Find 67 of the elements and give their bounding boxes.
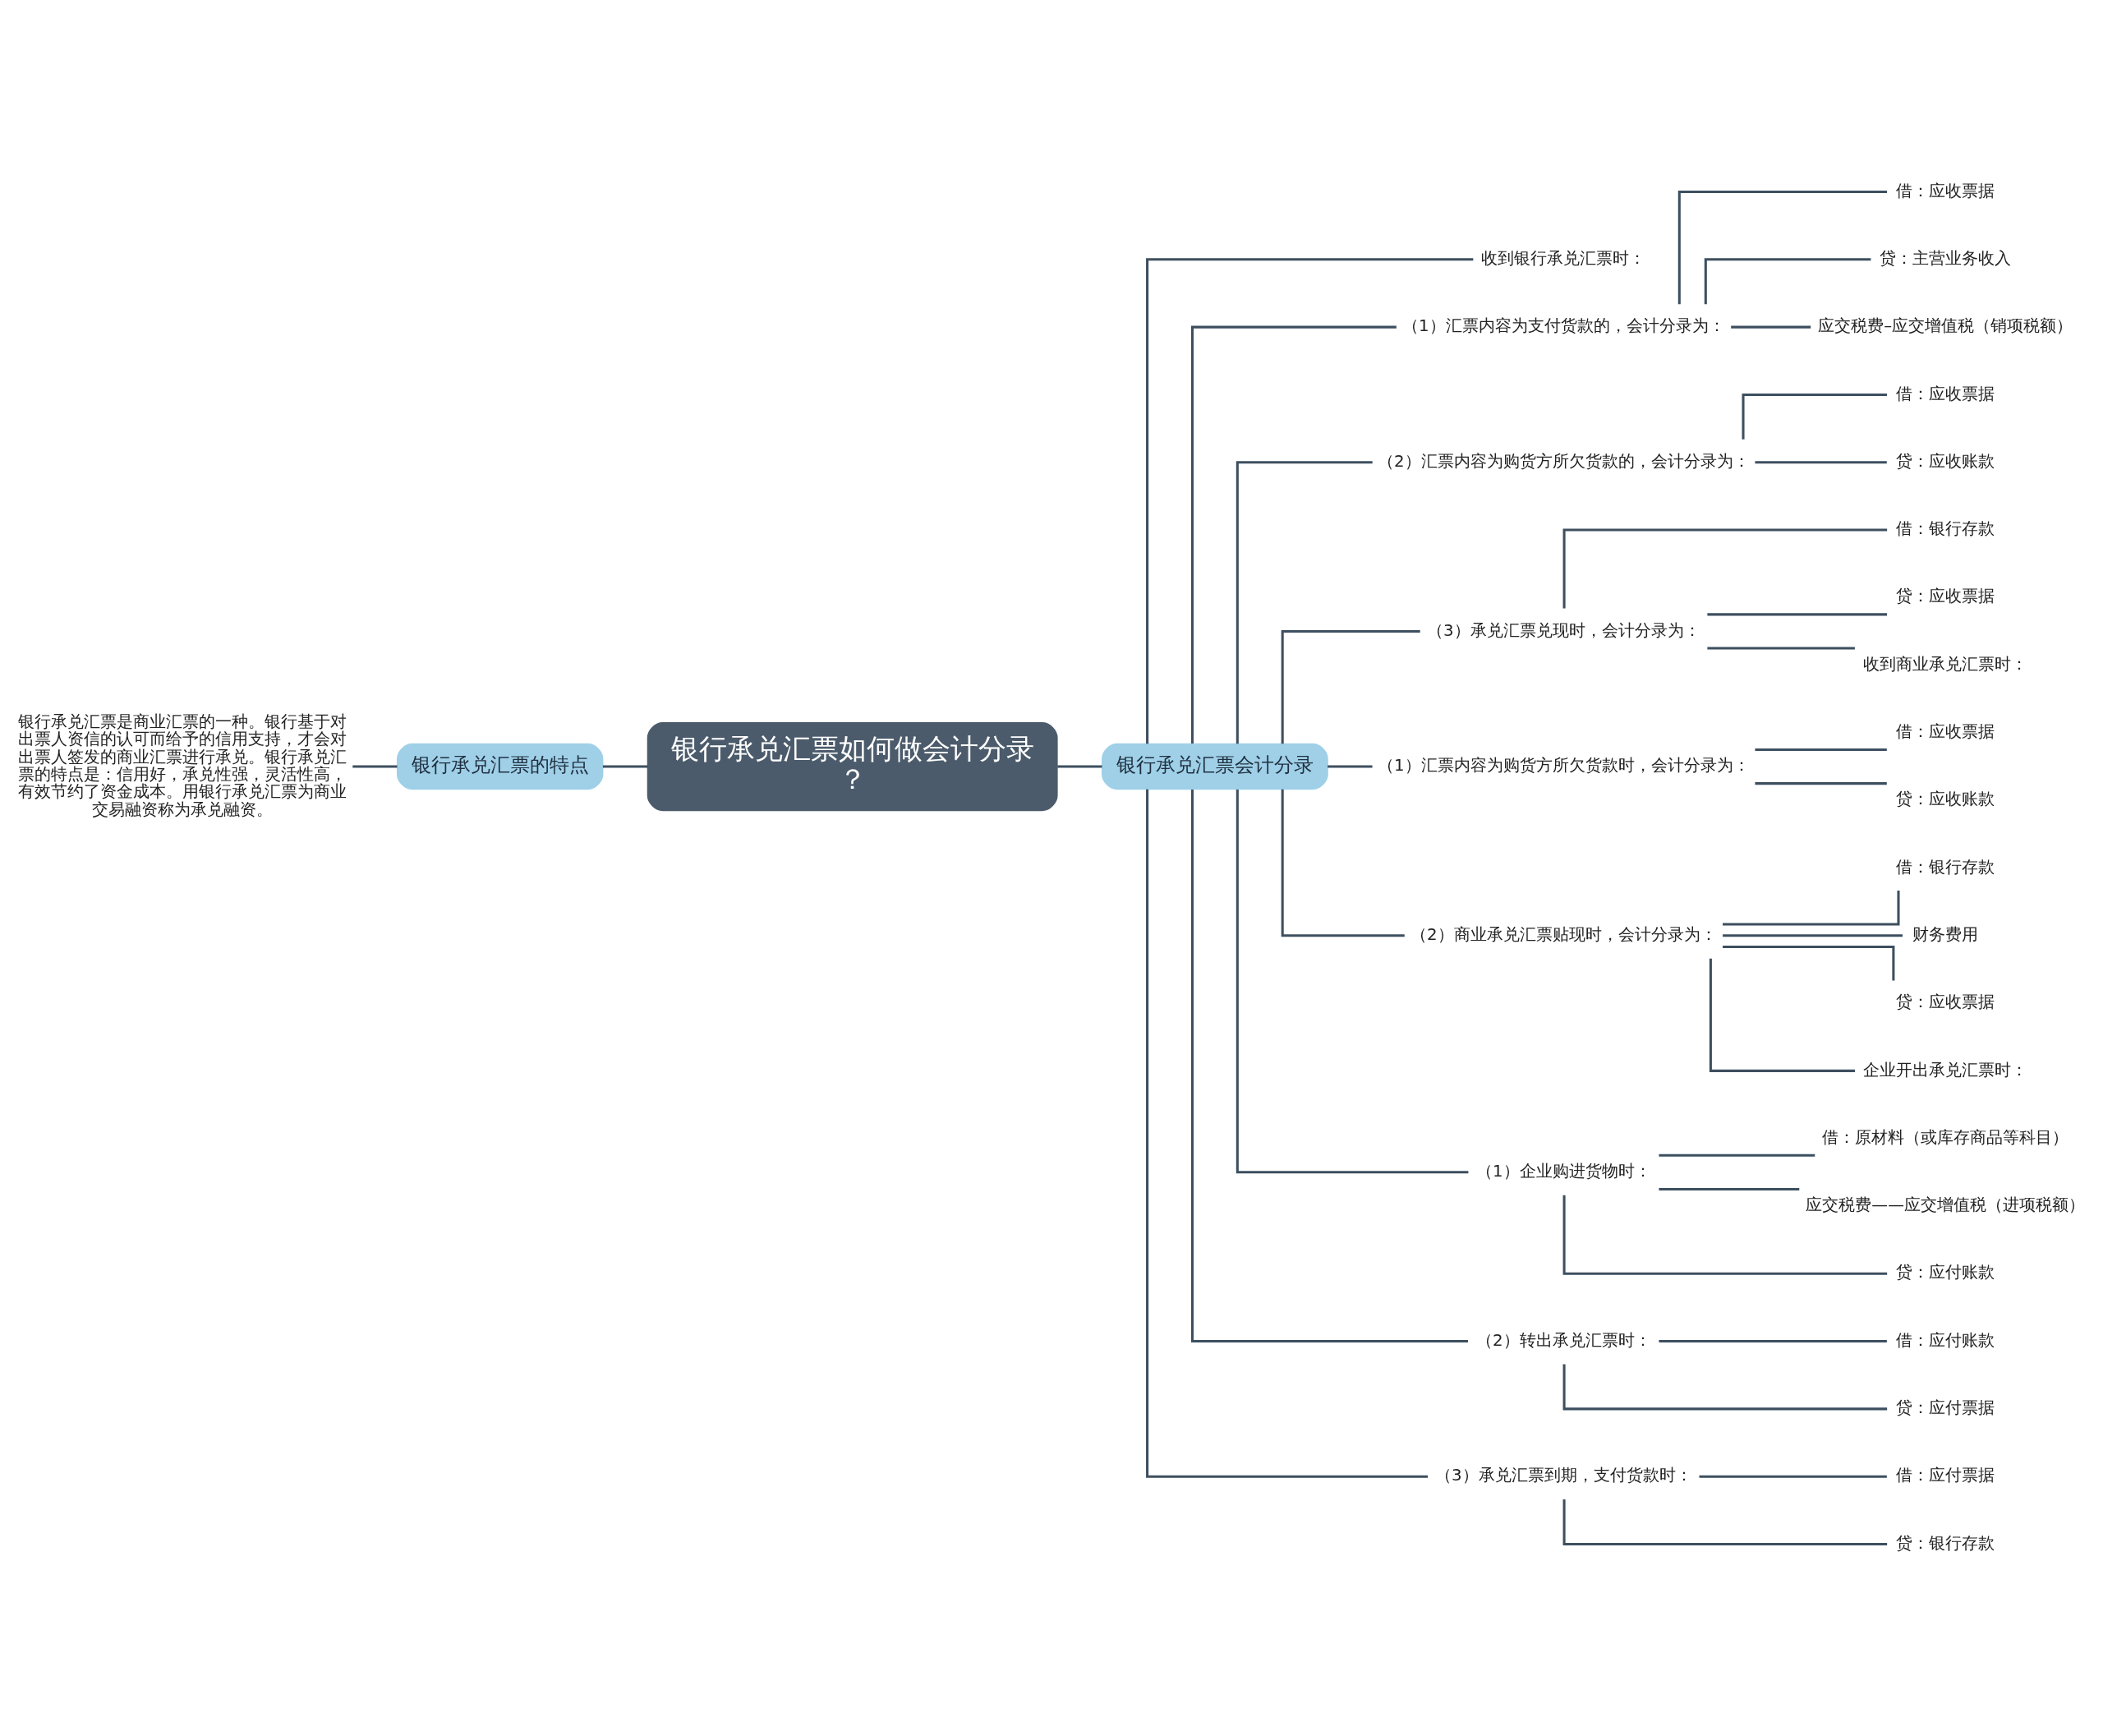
node-text: 应交税费——应交增值税（进项税额） (1806, 1195, 2085, 1215)
node-text: 银行承兑汇票是商业汇票的一种。银行基于对出票人资信的认可而给予的信用支持，才会对出票人签发的商业汇票进行承兑。银行承兑汇票的特点是：信用好，承兑性强，灵活性高，有效节约了资金成本。用银行承兑汇票为商业交易融资称为承兑融资。 (17, 711, 347, 819)
connector (1190, 325, 1397, 744)
node-text: 借：应付账款 (1896, 1330, 1995, 1350)
node-text: 借：应收票据 (1896, 384, 1995, 403)
node-text: 贷：应付票据 (1896, 1398, 1995, 1418)
node-text: （1）企业购进货物时： (1476, 1162, 1651, 1181)
connector (1146, 258, 1474, 744)
connector (1755, 461, 1887, 464)
connector (1236, 461, 1373, 744)
node-box: 银行承兑汇票如何做会计分录？ (647, 721, 1058, 812)
node-box: 银行承兑汇票的特点 (396, 743, 604, 790)
node-text: 企业开出承兑汇票时： (1863, 1060, 2028, 1080)
connector (1704, 258, 1871, 305)
node-text: 借：应收票据 (1896, 722, 1995, 742)
node-box: 银行承兑汇票会计分录 (1101, 743, 1328, 790)
node-text: （2）汇票内容为购货方所欠货款的，会计分录为： (1378, 451, 1750, 471)
connector (1755, 782, 1887, 785)
node-text: 收到银行承兑汇票时： (1481, 249, 1646, 269)
connector (1236, 790, 1469, 1174)
node-text: 贷：应收票据 (1896, 992, 1995, 1012)
connector (1281, 789, 1405, 937)
node-text: （1）汇票内容为支付货款的，会计分录为： (1402, 316, 1725, 336)
node-text: 贷：应收票据 (1896, 587, 1995, 606)
connector (1723, 934, 1903, 937)
connector (1723, 891, 1900, 926)
node-text: 借：应付票据 (1896, 1466, 1995, 1485)
node-text: 借：原材料（或库存商品等科目） (1822, 1127, 2069, 1147)
node-text: 贷：应收账款 (1896, 451, 1995, 471)
node-text: 贷：应收账款 (1896, 790, 1995, 809)
node-text: （3）承兑汇票兑现时，会计分录为： (1427, 620, 1700, 640)
connector (1562, 1364, 1888, 1411)
connector (1146, 789, 1429, 1478)
node-text: 应交税费–应交增值税（销项税额） (1818, 316, 2073, 336)
connector (1707, 647, 1855, 650)
connector (1742, 393, 1887, 440)
connector (1699, 1475, 1887, 1478)
connector (1659, 1153, 1815, 1157)
connector (1562, 528, 1888, 609)
node-text: 借：应收票据 (1896, 181, 1995, 200)
connector (1659, 1340, 1887, 1343)
connector (1562, 1499, 1888, 1545)
node-text: 借：银行存款 (1896, 857, 1995, 877)
connector (1281, 629, 1420, 744)
node-text: 收到商业承兑汇票时： (1863, 654, 2028, 674)
connector (1659, 1187, 1800, 1190)
node-text: 贷：应付账款 (1896, 1263, 1995, 1282)
connector (1190, 789, 1468, 1343)
connector (1731, 325, 1811, 329)
node-text: 贷：主营业务收入 (1880, 249, 2012, 269)
connector (1562, 1195, 1888, 1275)
node-text: 贷：银行存款 (1896, 1533, 1995, 1553)
connector (1057, 765, 1102, 768)
connector (1677, 191, 1888, 305)
connector (1755, 748, 1887, 751)
connector (1707, 613, 1888, 616)
node-text: （2）商业承兑汇票贴现时，会计分录为： (1410, 924, 1717, 944)
node-text: （1）汇票内容为购货方所欠货款时，会计分录为： (1378, 756, 1750, 776)
connector (352, 765, 398, 768)
node-text: （2）转出承兑汇票时： (1476, 1330, 1651, 1350)
connector (602, 765, 648, 768)
connector (1723, 946, 1895, 981)
node-text: 财务费用 (1912, 924, 1979, 944)
connector (1328, 765, 1373, 768)
connector (1709, 958, 1856, 1072)
node-text: 借：银行存款 (1896, 519, 1995, 539)
node-text: （3）承兑汇票到期，支付货款时： (1435, 1466, 1692, 1485)
